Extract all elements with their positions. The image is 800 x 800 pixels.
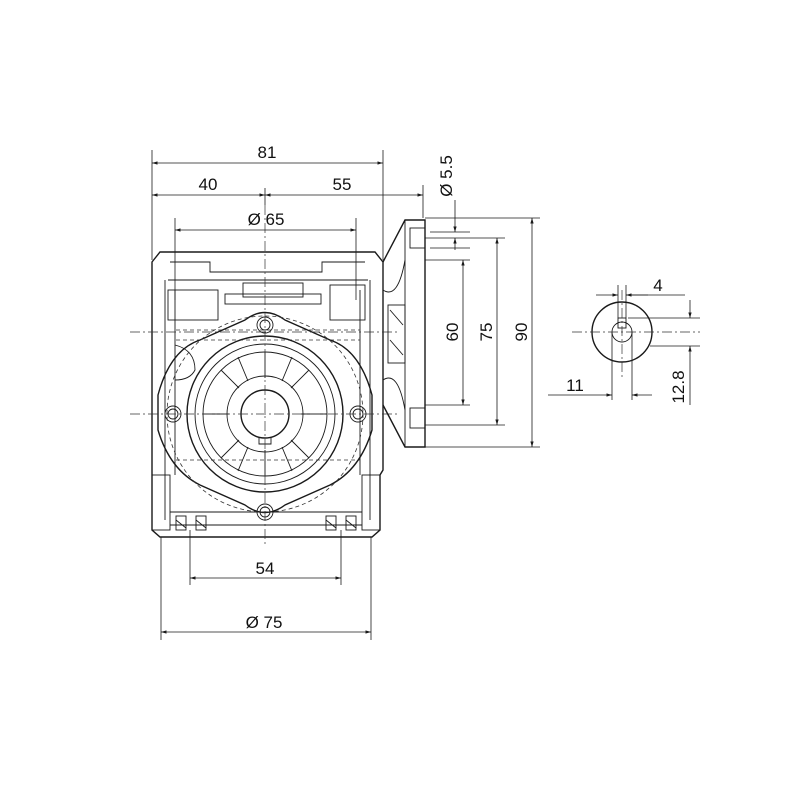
- dim-flange-inner: 60: [443, 323, 462, 342]
- dim-flange-outer: 90: [512, 323, 531, 342]
- shaft-end-view: [572, 290, 700, 380]
- dim-outer-diameter: Ø 75: [246, 613, 283, 632]
- dim-bore-circle: Ø 65: [248, 210, 285, 229]
- input-flange: [382, 219, 426, 448]
- dim-shaft-key-height: 12.8: [669, 370, 688, 403]
- dim-flange-hole: Ø 5.5: [437, 155, 456, 197]
- dim-overall-width: 81: [258, 143, 277, 162]
- dim-right-offset: 55: [333, 175, 352, 194]
- dim-left-offset: 40: [199, 175, 218, 194]
- dim-shaft-diameter: 11: [566, 376, 584, 395]
- dim-shaft-key-width: 4: [653, 276, 662, 295]
- gearbox-housing: [151, 251, 384, 538]
- dim-foot-spacing: 54: [256, 559, 275, 578]
- dim-flange-mid: 75: [477, 323, 496, 342]
- dimension-lines: [151, 150, 700, 640]
